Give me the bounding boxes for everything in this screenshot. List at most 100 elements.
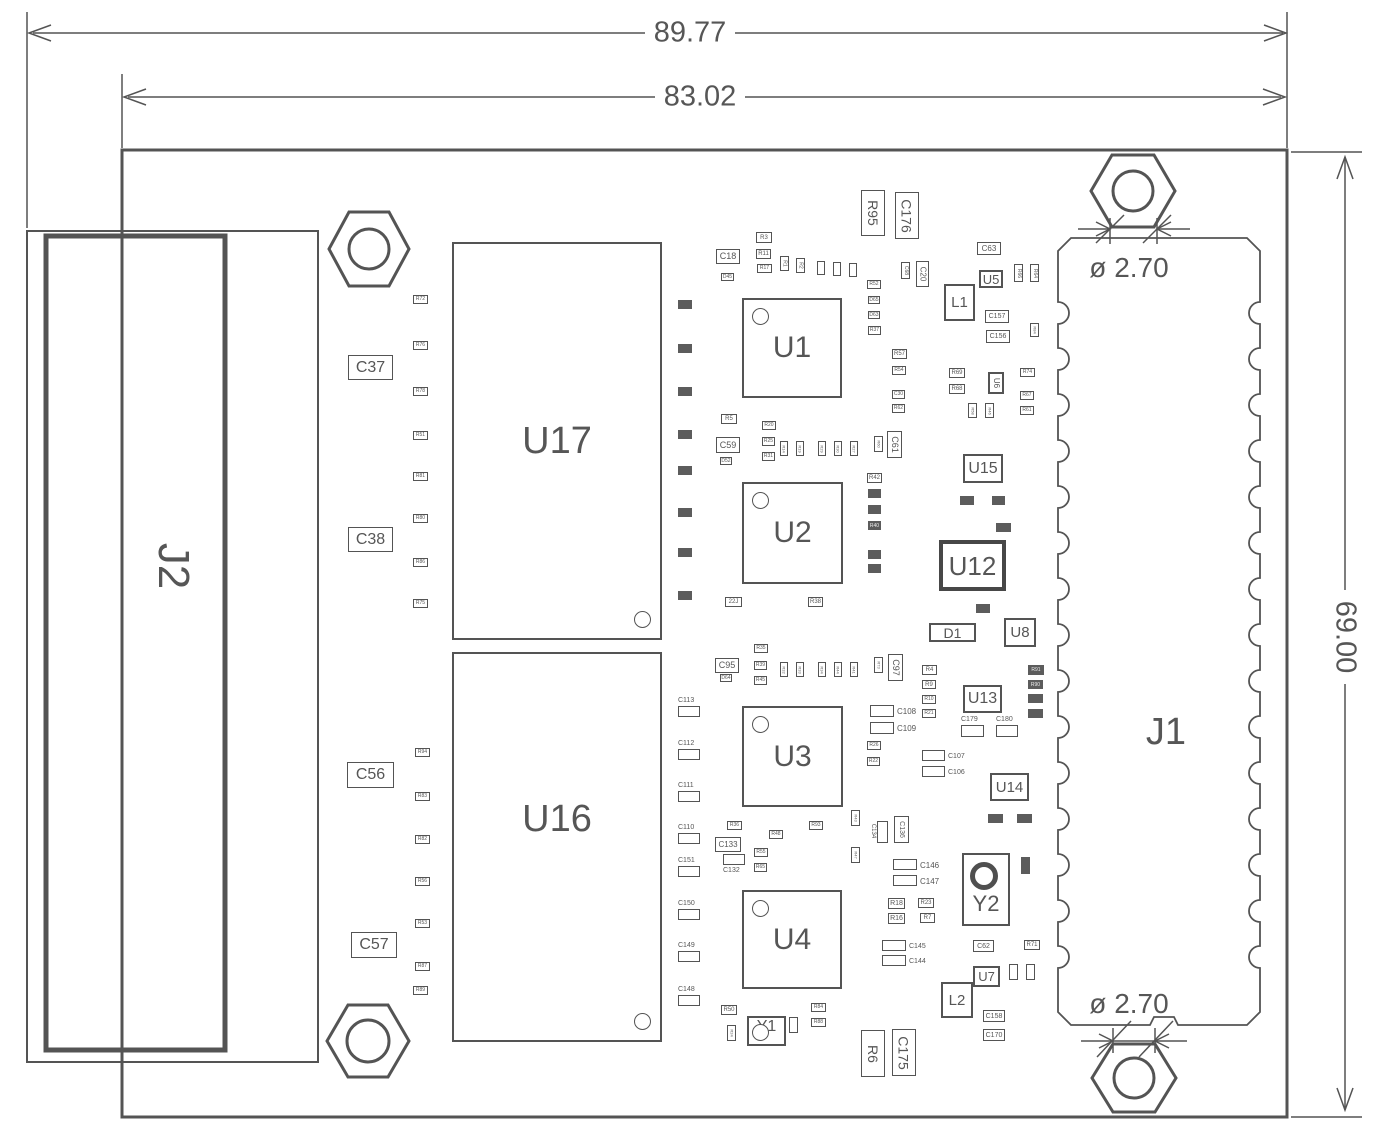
refdes-box-r5: R5 (721, 414, 737, 424)
refdes-box-c63: C63 (977, 242, 1001, 255)
refdes-box-r23: R23 (918, 898, 934, 908)
resistor-chip (960, 496, 974, 505)
refdes-box-r39: R39 (754, 661, 767, 670)
ic-u2: U2 (742, 482, 843, 584)
refdes-box-r18: R18 (888, 898, 905, 909)
ic-l2: L2 (941, 982, 973, 1018)
pin1-marker (970, 862, 998, 890)
capacitor-label-c110: C110 (678, 824, 695, 831)
refdes-box-c37: C37 (348, 355, 393, 380)
capacitor-label-c149: C149 (678, 942, 695, 949)
refdes-box-r66: R66 (1014, 264, 1023, 282)
resistor-chip (678, 387, 692, 396)
refdes-box-r29: R29 (818, 441, 826, 456)
pin1-marker (634, 1013, 651, 1030)
mounting-hole-top-left (327, 210, 411, 288)
refdes-box-r19: R19 (796, 441, 804, 456)
refdes-box-r48: R48 (769, 830, 783, 839)
refdes-box-r33: R33 (796, 662, 804, 677)
board-outline (120, 148, 1289, 1119)
refdes-box-c20: C20 (916, 261, 929, 287)
refdes-box-r43: R43 (851, 810, 860, 826)
resistor-chip (1028, 694, 1043, 703)
refdes-box-r47: R47 (851, 847, 860, 863)
capacitor-label-c147: C147 (920, 876, 940, 886)
refdes-box-r89: R89 (413, 986, 428, 995)
pin1-marker (752, 716, 769, 733)
pin1-marker (634, 611, 651, 628)
j1-connector-label: J1 (1145, 711, 1187, 753)
dimension-hole-top-arrows (1078, 214, 1190, 244)
refdes-box-c56: C56 (347, 762, 394, 788)
j2-connector-body (43, 233, 228, 1053)
ic-u12: U12 (939, 540, 1006, 591)
refdes-box-r78: R78 (413, 387, 428, 396)
refdes-box-r83: R83 (415, 792, 430, 801)
resistor-chip (992, 496, 1005, 505)
refdes-box-c158: C158 (983, 1010, 1005, 1022)
dimension-overall-width (26, 12, 1289, 228)
refdes-box (833, 262, 841, 276)
refdes-box-r76: R76 (413, 341, 428, 350)
resistor-chip (678, 591, 692, 600)
refdes-box-r64: R64 (1030, 264, 1039, 282)
mounting-hole-bottom-left (325, 1003, 411, 1079)
refdes-box-c61: C61 (887, 431, 902, 458)
capacitor-c180 (996, 725, 1018, 737)
refdes-box (817, 261, 825, 275)
dimension-hole-bottom-arrows (1081, 1020, 1187, 1058)
resistor-chip (868, 505, 881, 514)
capacitor-c147 (893, 875, 917, 886)
refdes-box-r75: R75 (413, 599, 428, 608)
refdes-box-r61: R61 (1020, 406, 1034, 415)
refdes-box-c157: C157 (985, 310, 1009, 323)
refdes-box-r3: R3 (756, 232, 772, 243)
refdes-box-d63: D63 (868, 311, 880, 319)
ic-u15: U15 (963, 454, 1003, 483)
refdes-box-r37: R37 (868, 326, 881, 335)
refdes-box-r88: R88 (811, 1018, 826, 1027)
refdes-box-r58: R58 (968, 403, 977, 418)
resistor-chip (678, 430, 692, 439)
refdes-box-r56: R56 (415, 877, 430, 886)
capacitor-label-c113: C113 (678, 697, 695, 704)
ic-y2: Y2 (962, 853, 1010, 926)
refdes-box (849, 263, 857, 277)
refdes-box-r25: R25 (762, 437, 775, 446)
refdes-box-r84: R84 (1030, 323, 1039, 337)
refdes-box (1026, 964, 1035, 980)
refdes-box-r62: R62 (892, 404, 905, 413)
ic-d1: D1 (929, 623, 976, 642)
capacitor-c108 (870, 705, 894, 717)
refdes-box-r51: R51 (413, 431, 428, 440)
refdes-box-r11: R11 (756, 249, 771, 259)
refdes-box-c136: C136 (894, 816, 909, 843)
refdes-box-r42: R42 (867, 473, 882, 483)
capacitor-label-c134: C134 (870, 823, 877, 839)
refdes-box-r57: R57 (892, 349, 907, 359)
capacitor-c132 (723, 854, 745, 865)
dim-overall-width: 89.77 (647, 18, 733, 48)
capacitor-c107 (922, 750, 945, 761)
ic-u16: U16 (452, 652, 662, 1042)
dim-hole-bottom: ø 2.70 (1089, 988, 1169, 1019)
refdes-box-r9: R9 (922, 680, 936, 689)
refdes-box-r16: R16 (888, 913, 905, 924)
refdes-box-r84: R84 (811, 1003, 826, 1012)
refdes-box-r6: R6 (861, 1030, 885, 1077)
capacitor-c109 (870, 722, 894, 734)
refdes-box-r41: R41 (850, 662, 858, 677)
resistor-chip-r90: R90 (1028, 680, 1043, 689)
refdes-box-r60: R60 (874, 436, 883, 452)
dimension-board-width (121, 74, 1288, 148)
refdes-box-r20: R20 (762, 421, 776, 430)
pin1-marker (752, 308, 769, 325)
refdes-box-r93: R93 (809, 821, 823, 830)
refdes-box-r86: R86 (413, 558, 428, 567)
mounting-hole-top-right (1089, 153, 1177, 229)
refdes-box-d45: D45 (721, 273, 734, 281)
refdes-box-c97: C97 (888, 654, 903, 681)
capacitor-label-c180: C180 (996, 716, 1013, 723)
